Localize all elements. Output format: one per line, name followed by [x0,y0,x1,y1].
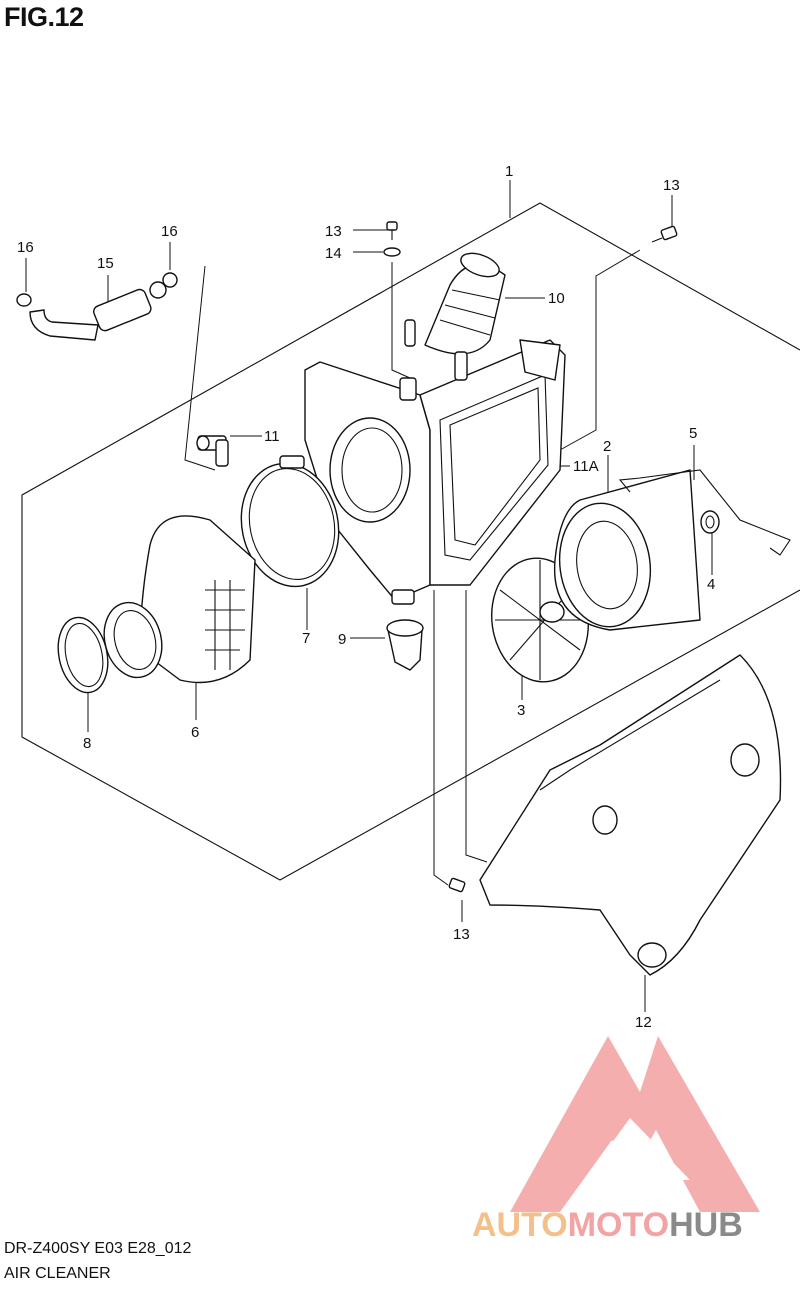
band-7 [240,455,340,588]
filter-element-2 [553,469,701,631]
callout-13-bottom: 13 [453,926,470,943]
figure-title: FIG.12 [4,2,84,32]
watermark-part-auto: AUTO [472,1206,568,1244]
frame-cover-12 [479,654,782,976]
callout-11a: 11A [573,458,599,475]
section-title: AIR CLEANER [4,1265,111,1282]
callout-11: 11 [264,428,280,445]
leader-lines [25,180,713,1012]
screw-13-bottom [448,877,466,893]
callout-6: 6 [191,724,199,741]
fitting-11 [196,435,229,467]
watermark-wordmark: AUTOMOTOHUB [472,1206,743,1245]
assembly-boundary [21,202,800,881]
callout-10: 10 [548,290,565,307]
model-code: DR-Z400SY E03 E28_012 [4,1240,192,1257]
callout-5: 5 [689,425,697,442]
callout-16-right: 16 [161,223,178,240]
watermark-logo [510,1036,760,1212]
callout-4: 4 [707,576,715,593]
breather-hose-15 [29,281,167,341]
drain-plug-9 [386,619,424,671]
hose-clamp-16-left [16,293,32,307]
washer-14 [383,247,401,257]
air-cleaner-case-1 [304,319,566,605]
spring-5 [618,469,791,556]
callout-15: 15 [97,255,114,272]
callout-12: 12 [635,1014,652,1031]
callout-2: 2 [603,438,611,455]
callout-7: 7 [302,630,310,647]
callout-13-top: 13 [325,223,342,240]
grommet-4 [700,510,720,534]
callout-1: 1 [505,163,513,180]
callout-14: 14 [325,245,342,262]
screw-13-top [386,221,398,240]
inlet-tube-6 [103,515,256,684]
callout-13-right: 13 [663,177,680,194]
callout-16-left: 16 [17,239,34,256]
callout-9: 9 [338,631,346,648]
watermark-part-moto: MOTO [567,1206,670,1244]
intake-duct-10 [424,252,506,355]
callout-8: 8 [83,735,91,752]
screw-13-right [651,225,678,243]
hose-clamp-16-right [162,272,178,288]
callout-3: 3 [517,702,525,719]
callout-labels: 1 13 13 14 16 15 16 10 11 11A 2 5 4 3 7 … [17,163,715,1031]
watermark-part-hub: HUB [669,1206,743,1244]
clamp-8 [57,616,109,694]
